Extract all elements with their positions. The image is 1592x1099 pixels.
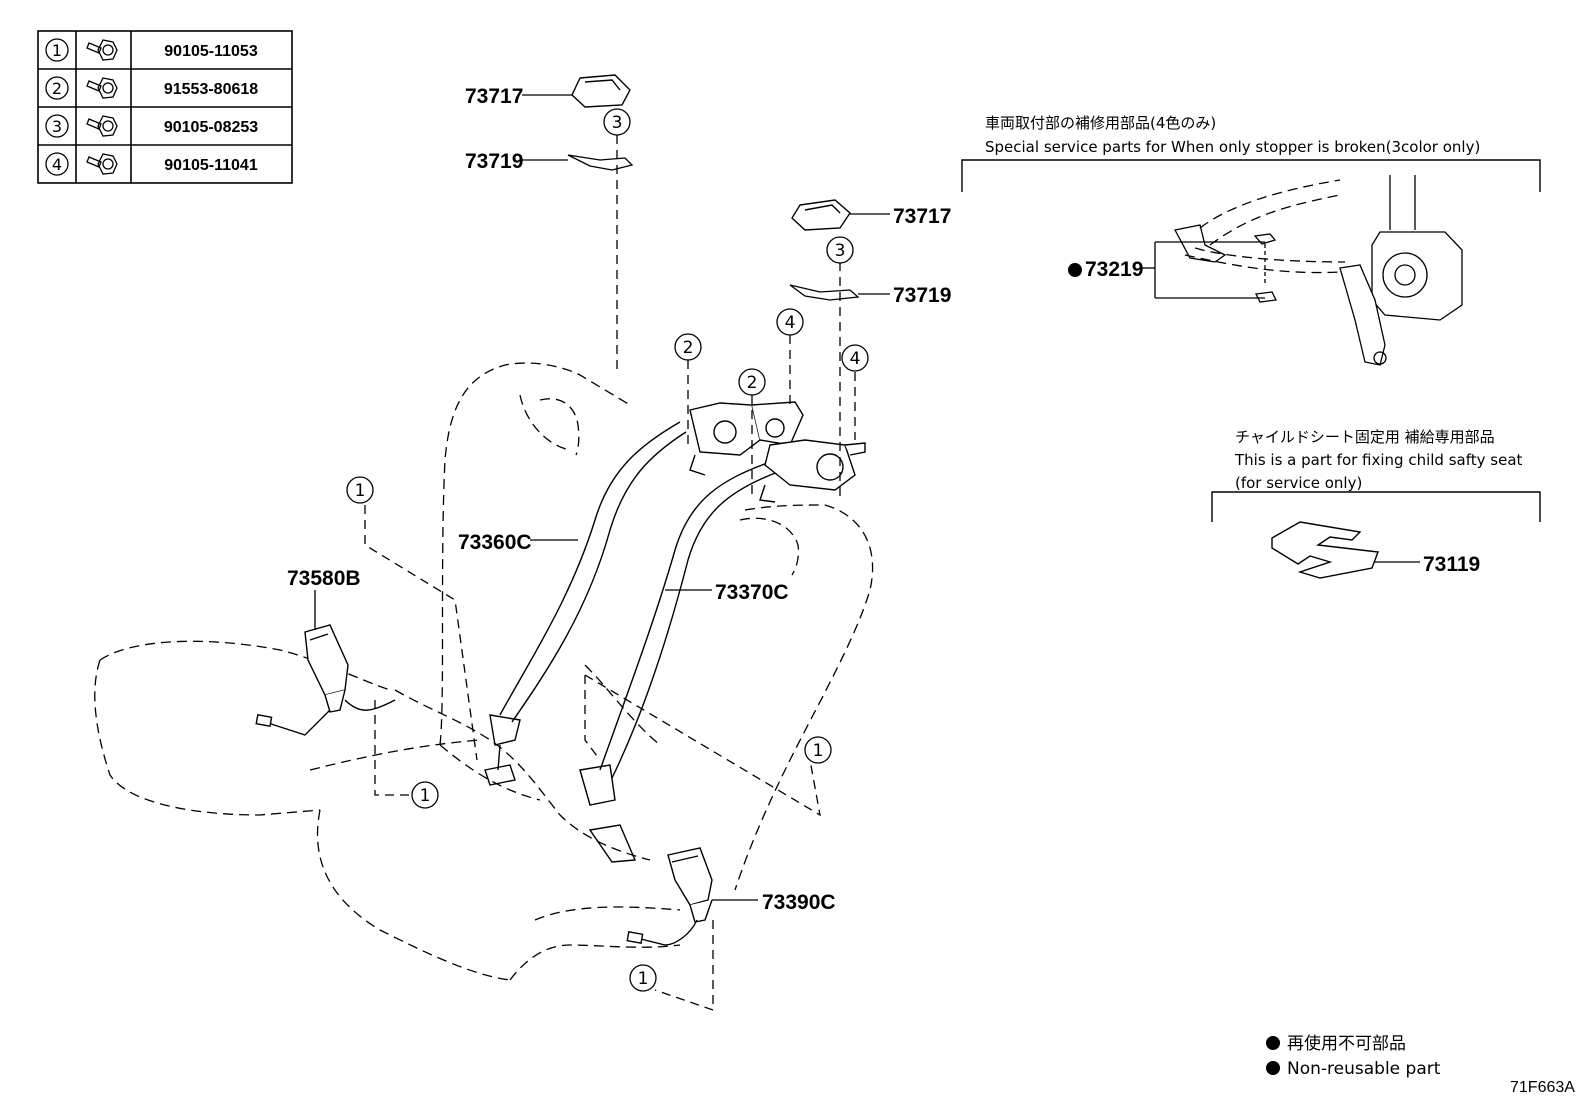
ref-circle-r1-c: 1	[804, 736, 832, 764]
bolt-part-number: 90105-11053	[164, 43, 258, 60]
legend-marker-jp	[1266, 1036, 1280, 1050]
bolt-icon	[86, 115, 118, 137]
retractor-left	[689, 401, 804, 476]
ref-circle-r3-left: 3	[603, 108, 631, 136]
ref-number: 3	[52, 117, 62, 136]
bracket-73719-left	[567, 154, 634, 171]
leader-lines	[314, 94, 1420, 901]
bolt-icon	[86, 77, 118, 99]
ref-circle-r1-d: 1	[629, 964, 657, 992]
callout-73360C: 73360C	[458, 531, 532, 554]
ref-number: 2	[52, 79, 62, 98]
part-callouts: 73717 73719 73717 73719 73360C 73370C 73…	[287, 85, 1480, 914]
ref-circle-r3-right: 3	[826, 236, 854, 264]
buckle-73580B	[255, 624, 396, 736]
ref-circle-label: 1	[813, 741, 824, 761]
reference-circles: 3 3 2 2 4 4 1 1 1 1	[346, 108, 869, 992]
callout-73580B: 73580B	[287, 567, 361, 590]
ref-circle-label: 3	[835, 241, 846, 261]
bracket-73719-right	[789, 284, 860, 301]
bolt-icon	[86, 39, 118, 61]
non-reusable-marker-73219	[1068, 263, 1082, 277]
bolt-icon	[86, 153, 118, 175]
bolt-table-row: 2 91553-80618	[45, 76, 258, 100]
callout-73719-right: 73719	[893, 284, 951, 307]
ref-number: 4	[52, 155, 62, 174]
callout-73390C: 73390C	[762, 891, 836, 914]
stopper-note-jp: 車両取付部の補修用部品(4色のみ)	[985, 114, 1216, 132]
ref-circle-r2-b: 2	[738, 368, 766, 396]
buckle-73390C	[626, 847, 713, 946]
ref-number: 1	[52, 41, 62, 60]
ref-circle	[45, 38, 69, 62]
ref-circle-label: 4	[785, 313, 796, 333]
bolt-table-row: 4 90105-11041	[45, 152, 258, 176]
ref-circle-label: 3	[612, 113, 623, 133]
callout-73719-left: 73719	[465, 150, 523, 173]
ref-circle-label: 4	[850, 349, 861, 369]
belt-webbing-73370C	[579, 461, 779, 863]
ref-circle-r2-a: 2	[674, 333, 702, 361]
ref-circle-r1-a: 1	[346, 476, 374, 504]
bolt-part-number: 90105-11041	[164, 157, 258, 174]
retractor-right	[759, 439, 866, 503]
child-seat-note-jp: チャイルドシート固定用 補給専用部品	[1235, 428, 1495, 446]
ref-circle-label: 1	[355, 481, 366, 501]
bolt-table-row: 1 90105-11053	[45, 38, 258, 62]
cover-73717-right	[791, 199, 851, 231]
reference-dashed-lines	[364, 135, 856, 1011]
bolt-reference-table	[37, 30, 293, 184]
callout-73370C: 73370C	[715, 581, 789, 604]
retractor-stopper-detail	[1174, 175, 1463, 366]
legend-marker-en	[1266, 1061, 1280, 1075]
rear-seat-outline	[94, 362, 874, 981]
legend-en: Non-reusable part	[1287, 1059, 1441, 1079]
ref-circle-r4-a: 4	[776, 308, 804, 336]
ref-circle-label: 2	[683, 338, 694, 358]
ref-circle	[45, 114, 69, 138]
ref-circle	[45, 152, 69, 176]
ref-circle	[45, 76, 69, 100]
stopper-note-en: Special service parts for When only stop…	[985, 138, 1480, 156]
ref-circle-label: 1	[420, 786, 431, 806]
callout-73717-left: 73717	[465, 85, 523, 108]
cover-73717-left	[571, 74, 631, 108]
ref-circle-label: 2	[747, 373, 758, 393]
service-notes: 車両取付部の補修用部品(4色のみ) Special service parts …	[985, 114, 1523, 492]
child-seat-bracket	[1271, 521, 1379, 579]
bolt-table-row: 3 90105-08253	[45, 114, 258, 138]
ref-circle-r1-b: 1	[411, 781, 439, 809]
callout-73717-right: 73717	[893, 205, 951, 228]
bolt-table-rows: 1 90105-11053 2 91553-80618 3 90105-08253 4 901…	[45, 38, 258, 176]
legend: 再使用不可部品 Non-reusable part	[1266, 1033, 1441, 1079]
callout-73119: 73119	[1423, 553, 1480, 576]
callout-73219: 73219	[1085, 258, 1143, 281]
child-seat-note-en-2: (for service only)	[1235, 474, 1362, 492]
note-brackets	[961, 159, 1541, 522]
bolt-part-number: 91553-80618	[164, 81, 258, 98]
ref-circle-r4-b: 4	[841, 344, 869, 372]
bolt-part-number: 90105-08253	[164, 119, 258, 136]
ref-circle-label: 1	[638, 969, 649, 989]
child-seat-note-en-1: This is a part for fixing child safty se…	[1234, 451, 1523, 469]
diagram-code: 71F663A	[1510, 1079, 1575, 1096]
belt-webbing-73360C	[484, 421, 687, 786]
legend-jp: 再使用不可部品	[1287, 1033, 1406, 1054]
